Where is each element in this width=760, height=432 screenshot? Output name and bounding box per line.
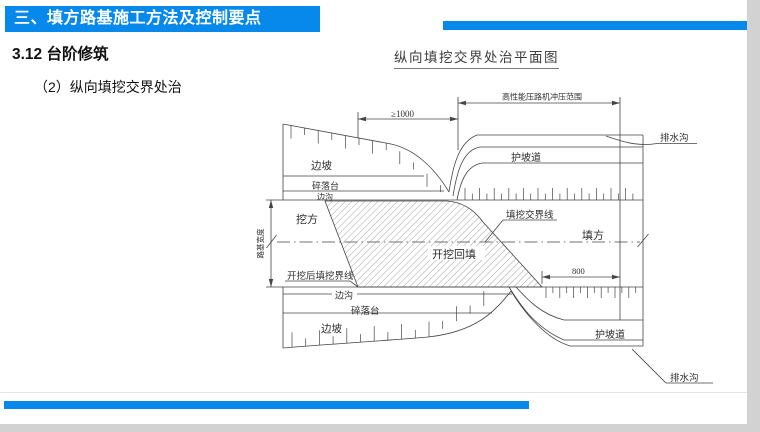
label-cut-zone: 挖方 (296, 212, 318, 226)
label-backings (314, 191, 485, 299)
label-ditch-top: 边沟 (317, 192, 333, 202)
cut-slope-ticks-top (290, 125, 441, 193)
diagram-title: 纵向填挖交界处治平面图 (394, 46, 559, 69)
label-slope-bottom: 边坡 (321, 322, 342, 335)
label-fill-cut-boundary: 填挖交界线 (506, 209, 554, 221)
fill-slope-ticks-top (464, 188, 634, 200)
label-fill-zone: 填方 (582, 228, 604, 242)
dimension-800: 800 (572, 266, 585, 276)
label-berm-bottom: 护坡道 (595, 328, 625, 341)
cut-slope-ticks-bottom (291, 291, 485, 348)
label-slope-top: 边坡 (311, 159, 332, 172)
subsection-heading: （2）纵向填挖交界处治 (34, 79, 182, 95)
label-drain-top: 排水沟 (660, 132, 689, 144)
footer-divider (0, 392, 747, 393)
dimension-arrows (268, 100, 620, 287)
label-debris-bottom: 碎落台 (351, 305, 380, 317)
label-ditch-bottom: 边沟 (335, 290, 353, 301)
label-roadbed-width: 路基宽度 (255, 228, 265, 258)
dimension-min-width: ≥1000 (391, 109, 414, 119)
slide-title-bar: 三、填方路基施工方法及控制要点 (5, 6, 320, 32)
footer-accent-bar (4, 401, 529, 409)
fill-slope-ticks-bottom (545, 287, 637, 298)
label-excavate-backfill: 开挖回填 (432, 247, 476, 261)
label-drain-bottom: 排水沟 (670, 372, 699, 384)
dimension-roller-range: 高性能压路机冲压范围 (502, 92, 582, 102)
engineering-diagram: 边坡 碎落台 边沟 挖方 开挖后填挖界线 开挖回填 填挖交界线 填方 800 ≥… (255, 92, 713, 384)
section-heading: 3.12 台阶修筑 (12, 46, 109, 63)
slide-title: 三、填方路基施工方法及控制要点 (14, 10, 262, 27)
diagram-linework (266, 97, 713, 384)
label-boundary-after-excavation: 开挖后填挖界线 (287, 270, 354, 282)
slide-page: 三、填方路基施工方法及控制要点 3.12 台阶修筑 （2）纵向填挖交界处治 纵向… (0, 0, 747, 424)
label-debris-top: 碎落台 (312, 180, 339, 191)
label-berm-top: 护坡道 (511, 151, 541, 164)
header-accent-strip (443, 21, 747, 30)
backfill-hatch-area (324, 200, 543, 288)
